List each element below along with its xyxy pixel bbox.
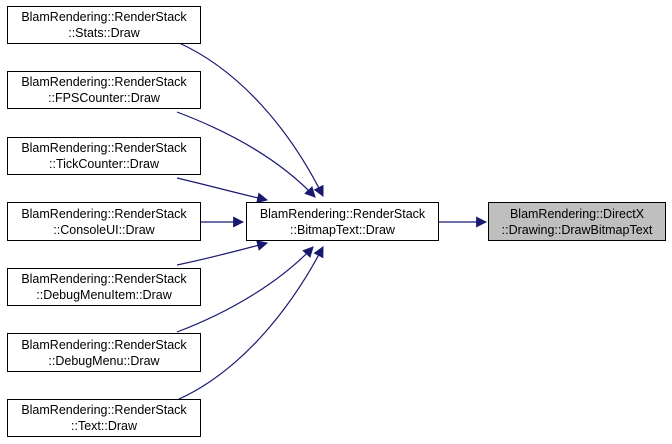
edge-fpscounter-to-bitmaptext [176, 111, 316, 198]
node-label-line1: BlamRendering::DirectX [509, 206, 645, 221]
node-label-line1: BlamRendering::RenderStack [21, 206, 187, 221]
edge-debugmenu-to-bitmaptext [176, 246, 314, 333]
node-label-line1: BlamRendering::RenderStack [21, 403, 187, 417]
node-label-line2: ::Stats::Draw [68, 26, 140, 40]
node-stats-draw[interactable]: BlamRendering::RenderStack ::Stats::Draw [7, 6, 201, 44]
node-label-line2: ::Drawing::DrawBitmapText [501, 222, 653, 237]
node-consoleui-draw[interactable]: BlamRendering::RenderStack ::ConsoleUI::… [7, 202, 201, 241]
node-fpscounter-draw[interactable]: BlamRendering::RenderStack ::FPSCounter:… [7, 71, 201, 109]
node-tickcounter-draw[interactable]: BlamRendering::RenderStack ::TickCounter… [7, 137, 201, 175]
node-drawbitmaptext: BlamRendering::DirectX ::Drawing::DrawBi… [488, 202, 666, 241]
node-label-line1: BlamRendering::RenderStack [21, 272, 187, 286]
edge-tickcounter-to-bitmaptext [176, 177, 269, 204]
node-label-line2: ::BitmapText::Draw [290, 222, 395, 237]
node-label-line2: ::Text::Draw [71, 419, 137, 433]
node-label-line2: ::ConsoleUI::Draw [53, 222, 155, 237]
node-label-line2: ::DebugMenuItem::Draw [36, 288, 172, 302]
node-label-line1: BlamRendering::RenderStack [21, 337, 187, 352]
edge-text-to-bitmaptext [176, 246, 324, 401]
node-debugmenuitem-draw[interactable]: BlamRendering::RenderStack ::DebugMenuIt… [7, 268, 201, 306]
node-label-line1: BlamRendering::RenderStack [21, 141, 187, 155]
edge-debugmenuitem-to-bitmaptext [176, 240, 269, 266]
node-debugmenu-draw[interactable]: BlamRendering::RenderStack ::DebugMenu::… [7, 333, 201, 372]
node-label-line2: ::FPSCounter::Draw [48, 91, 160, 105]
node-label-line1: BlamRendering::RenderStack [21, 75, 187, 89]
node-label-line2: ::TickCounter::Draw [49, 157, 159, 171]
node-label-line1: BlamRendering::RenderStack [259, 206, 426, 221]
node-text-draw[interactable]: BlamRendering::RenderStack ::Text::Draw [7, 399, 201, 437]
edge-stats-to-bitmaptext [176, 41, 324, 197]
node-label-line1: BlamRendering::RenderStack [21, 10, 187, 24]
node-label-line2: ::DebugMenu::Draw [48, 353, 160, 368]
node-bitmaptext-draw[interactable]: BlamRendering::RenderStack ::BitmapText:… [246, 202, 439, 241]
